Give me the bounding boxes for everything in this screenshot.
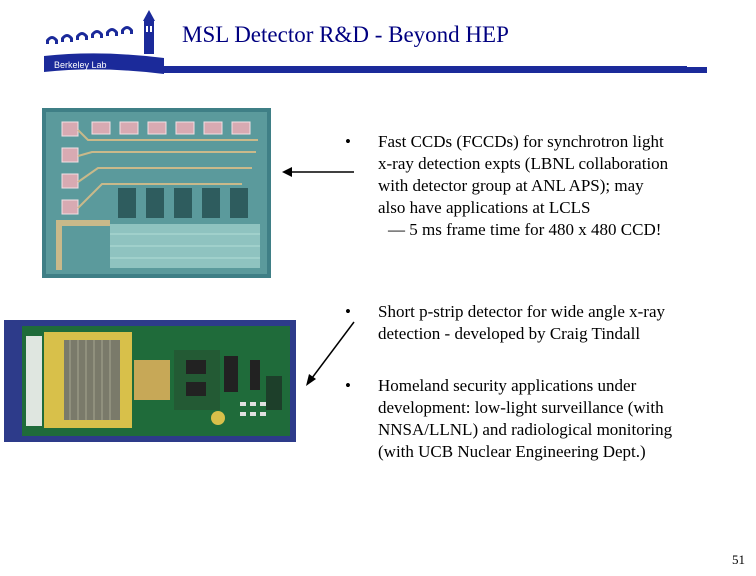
bullet-line: development: low-light surveillance (wit…	[378, 398, 664, 417]
bullet-line: Fast CCDs (FCCDs) for synchrotron light	[378, 132, 664, 151]
logo-text: Berkeley Lab	[54, 60, 107, 70]
slide-title: MSL Detector R&D - Beyond HEP	[182, 22, 509, 47]
title-rule	[160, 67, 707, 73]
arrow-head-icon	[306, 374, 316, 386]
arrow-head-icon	[282, 167, 292, 177]
berkeley-lab-logo: Berkeley Lab	[40, 10, 168, 76]
bullet-marker: •	[345, 376, 351, 395]
bullet-line: x-ray detection expts (LBNL collaboratio…	[378, 154, 669, 173]
bullet-line: with detector group at ANL APS); may	[378, 176, 644, 195]
title-rule-thin	[160, 66, 687, 67]
pstrip-detector-image	[4, 320, 296, 442]
bullet-line: detection - developed by Craig Tindall	[378, 324, 641, 343]
bullet-marker: •	[345, 132, 351, 151]
bullet-marker: •	[345, 302, 351, 321]
bullet-line: Homeland security applications under	[378, 376, 637, 395]
bullet-line: also have applications at LCLS	[378, 198, 591, 217]
bullet-homeland: Homeland security applications under dev…	[378, 375, 748, 463]
bullet-pstrip: Short p-strip detector for wide angle x-…	[378, 301, 748, 345]
bullet-line: NNSA/LLNL) and radiological monitoring	[378, 420, 673, 439]
fccd-chip-image	[42, 108, 271, 278]
bullet-fccd: Fast CCDs (FCCDs) for synchrotron light …	[378, 131, 748, 241]
bullet-line: Short p-strip detector for wide angle x-…	[378, 302, 666, 321]
bullet-line: (with UCB Nuclear Engineering Dept.)	[378, 442, 646, 461]
page-number: 51	[732, 552, 745, 567]
bullet-subline: — 5 ms frame time for 480 x 480 CCD!	[388, 220, 662, 239]
